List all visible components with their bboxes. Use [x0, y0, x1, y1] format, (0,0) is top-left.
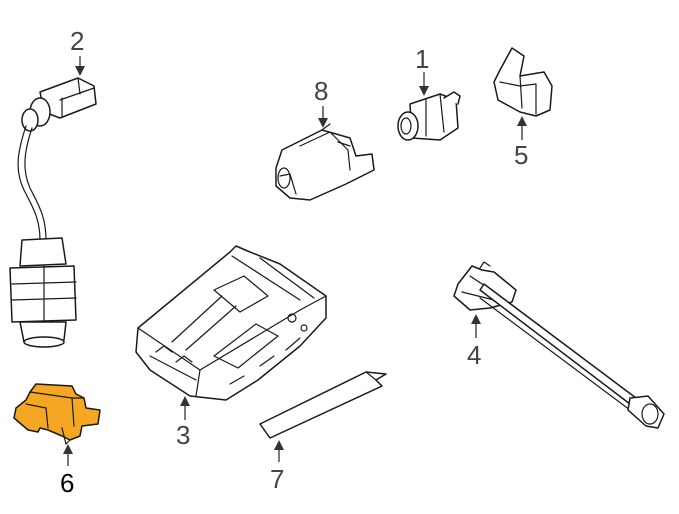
- callout-7-label: 7: [270, 464, 284, 494]
- part-2-sensor-cable[interactable]: [9, 77, 97, 348]
- part-6-bracket-highlighted[interactable]: [13, 383, 101, 445]
- callout-7: 7: [270, 440, 284, 494]
- callout-2: 2: [70, 26, 85, 76]
- part-1-connector[interactable]: [397, 91, 461, 141]
- callout-3-label: 3: [176, 420, 190, 450]
- callout-2-label: 2: [70, 26, 84, 56]
- callout-3: 3: [176, 396, 190, 450]
- callout-5-label: 5: [514, 140, 528, 170]
- callout-8: 8: [314, 76, 328, 128]
- callout-1: 1: [415, 44, 429, 96]
- part-7-adhesive-strip[interactable]: [259, 371, 387, 439]
- part-5-clip-bracket[interactable]: [493, 47, 553, 117]
- part-3-control-module[interactable]: [135, 245, 327, 401]
- callout-8-label: 8: [314, 76, 328, 106]
- callout-5: 5: [514, 116, 528, 170]
- part-4-antenna-rod[interactable]: [453, 261, 665, 429]
- callout-6: 6: [60, 444, 74, 498]
- callout-4-label: 4: [467, 340, 481, 370]
- callout-4: 4: [467, 314, 481, 370]
- callout-1-label: 1: [415, 44, 429, 74]
- callout-6-label: 6: [60, 468, 74, 498]
- part-8-cover-cap[interactable]: [275, 123, 375, 201]
